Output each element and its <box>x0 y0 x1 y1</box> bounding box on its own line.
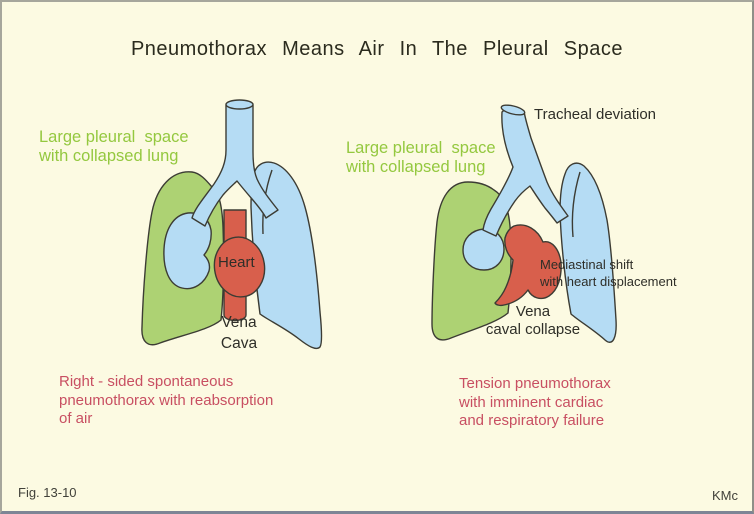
mediastinal-shift-label: Mediastinal shift with heart displacemen… <box>540 257 677 289</box>
right-trachea-opening <box>500 104 526 116</box>
heart-label: Heart <box>218 254 255 271</box>
left-heart-shape <box>213 236 266 298</box>
left-diagram <box>141 99 323 350</box>
left-trachea-shape <box>191 101 279 227</box>
left-pleural-space-label: Large pleural space with collapsed lung <box>39 128 189 165</box>
left-collapsed-lung-shape <box>163 212 212 290</box>
right-diagram <box>431 104 617 343</box>
page-title: Pneumothorax Means Air In The Pleural Sp… <box>130 38 624 60</box>
right-pleural-space-label: Large pleural space with collapsed lung <box>346 139 496 176</box>
right-trachea-shape <box>482 107 569 237</box>
right-collapsed-lung-shape <box>462 228 505 271</box>
artist-credit: KMc <box>712 488 738 503</box>
right-heart-shape <box>494 224 562 307</box>
left-trachea-opening <box>225 99 254 110</box>
left-diagnosis-caption: Right - sided spontaneous pneumothorax w… <box>59 373 274 427</box>
right-diagnosis-caption: Tension pneumothorax with imminent cardi… <box>459 375 611 429</box>
tracheal-deviation-label: Tracheal deviation <box>534 106 657 123</box>
vena-caval-collapse-label: Vena caval collapse <box>485 303 581 338</box>
figure-number: Fig. 13-10 <box>18 485 77 500</box>
vena-cava-label: Vena Cava <box>220 314 258 352</box>
right-right-lung-shape <box>559 162 617 343</box>
right-lung-crease-line <box>571 171 581 238</box>
